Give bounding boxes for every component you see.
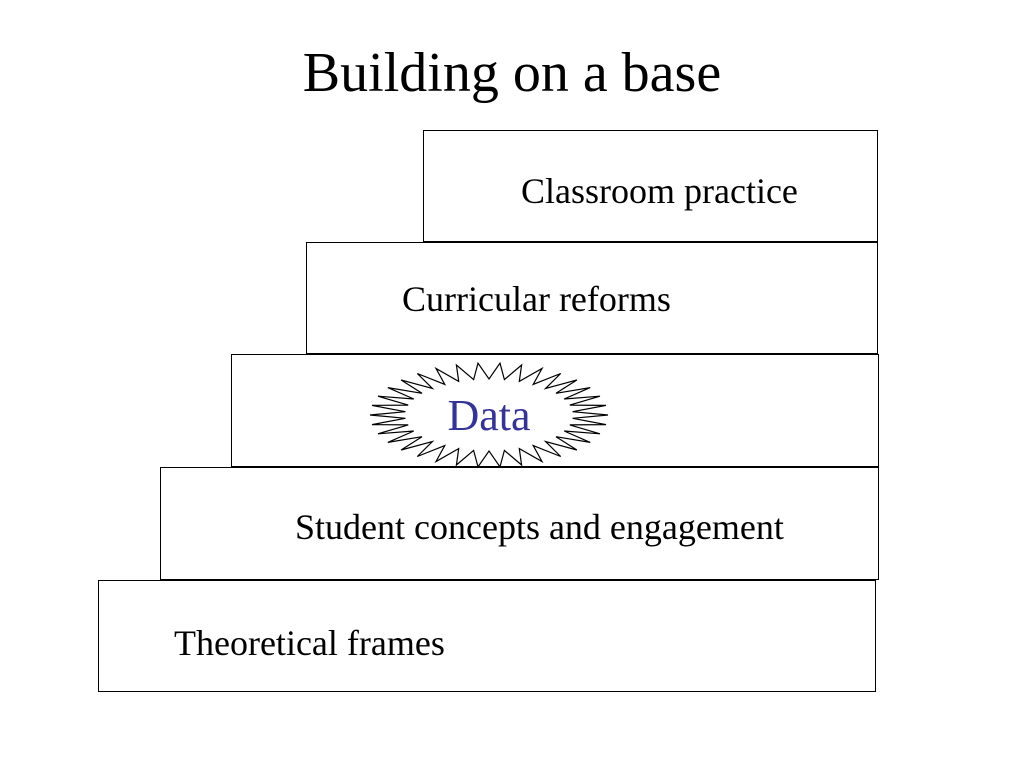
step-theoretical-frames: Theoretical frames — [98, 580, 876, 692]
step-curricular-reforms: Curricular reforms — [306, 242, 878, 354]
starburst-outline — [369, 361, 609, 469]
slide-title: Building on a base — [302, 42, 722, 104]
step-student-concepts: Student concepts and engagement — [160, 467, 879, 580]
step-label: Classroom practice — [521, 171, 798, 211]
starburst-shape — [369, 361, 609, 469]
step-classroom-practice: Classroom practice — [423, 130, 878, 242]
step-label: Theoretical frames — [174, 623, 445, 663]
step-label: Curricular reforms — [402, 279, 671, 319]
step-label: Student concepts and engagement — [295, 507, 784, 547]
data-label: Data — [447, 391, 531, 440]
